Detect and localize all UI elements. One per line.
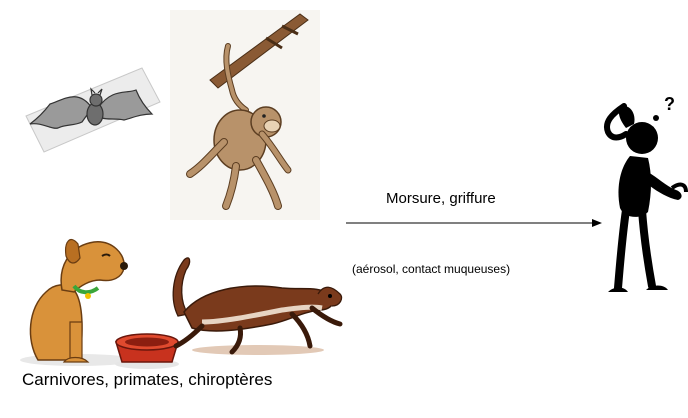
arrow-sublabel: (aérosol, contact muqueuses) xyxy=(352,262,510,276)
thinking-human-silhouette: ? xyxy=(596,88,688,298)
transmission-arrow xyxy=(344,216,604,230)
svg-text:?: ? xyxy=(664,94,675,114)
ferret-illustration xyxy=(162,250,346,360)
bat-illustration xyxy=(8,58,168,158)
monkey-illustration xyxy=(170,10,320,220)
arrow-label: Morsure, griffure xyxy=(386,190,496,207)
caption: Carnivores, primates, chiroptères xyxy=(22,370,272,390)
